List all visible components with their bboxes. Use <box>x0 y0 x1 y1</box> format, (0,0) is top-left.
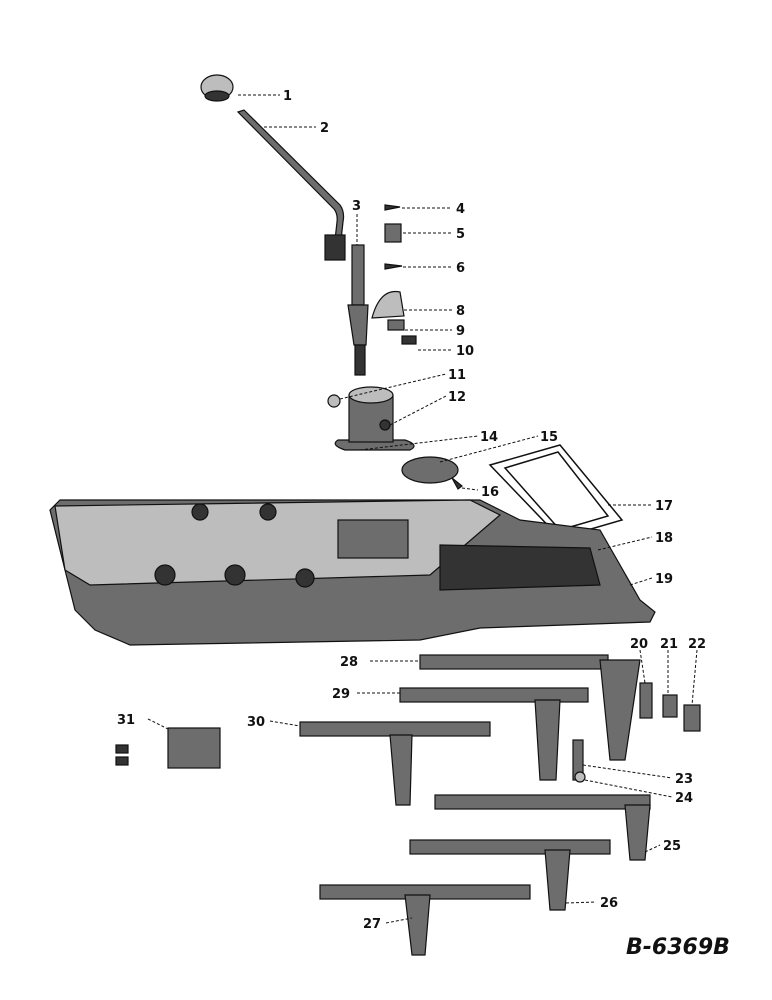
callout-30: 30 <box>247 715 265 730</box>
part-lever-shaft <box>347 244 369 376</box>
part-ball-24 <box>574 771 586 783</box>
part-transmission-cover <box>49 499 656 646</box>
part-pin-6 <box>384 263 403 270</box>
callout-20: 20 <box>630 637 648 652</box>
part-interlock-21 <box>662 694 678 718</box>
part-interlock-20 <box>639 682 653 719</box>
callout-11: 11 <box>448 368 466 383</box>
part-ball-11 <box>327 394 341 408</box>
leader-lines <box>147 94 698 924</box>
callout-18: 18 <box>655 531 673 546</box>
part-block-31 <box>115 727 221 769</box>
callout-12: 12 <box>448 390 466 405</box>
callout-22: 22 <box>688 637 706 652</box>
part-pin-4 <box>384 204 401 211</box>
part-shift-rail-28 <box>419 654 641 761</box>
part-interlock-22 <box>683 704 701 732</box>
callout-29: 29 <box>332 687 350 702</box>
part-shift-rail-26 <box>409 839 611 911</box>
callout-10: 10 <box>456 344 474 359</box>
part-gasket <box>488 444 624 539</box>
part-knob <box>200 74 234 102</box>
callout-4: 4 <box>456 202 465 217</box>
part-cover-plate <box>401 456 463 490</box>
part-shift-rail-30 <box>299 721 491 806</box>
callout-21: 21 <box>660 637 678 652</box>
part-pin-10 <box>401 335 417 345</box>
callout-31: 31 <box>117 713 135 728</box>
callout-24: 24 <box>675 791 693 806</box>
callout-28: 28 <box>340 655 358 670</box>
callout-25: 25 <box>663 839 681 854</box>
callout-26: 26 <box>600 896 618 911</box>
part-shift-rail-29 <box>399 687 589 781</box>
callout-17: 17 <box>655 499 673 514</box>
callout-19: 19 <box>655 572 673 587</box>
drawing-id: B-6369B <box>626 935 730 960</box>
callout-9: 9 <box>456 324 465 339</box>
callout-3: 3 <box>352 199 361 214</box>
part-tower-housing <box>334 386 415 451</box>
part-shift-lever <box>236 109 346 261</box>
callout-labels: 1 2 3 4 5 6 8 9 10 11 12 14 15 16 17 18 … <box>117 89 706 932</box>
callout-14: 14 <box>480 430 498 445</box>
callout-5: 5 <box>456 227 465 242</box>
callout-1: 1 <box>283 89 292 104</box>
callout-23: 23 <box>675 772 693 787</box>
part-shift-rail-27 <box>319 884 531 956</box>
callout-16: 16 <box>481 485 499 500</box>
callout-27: 27 <box>363 917 381 932</box>
part-shift-rail-25 <box>434 794 651 861</box>
callout-6: 6 <box>456 261 465 276</box>
part-cap-8 <box>371 290 405 319</box>
callout-8: 8 <box>456 304 465 319</box>
callout-15: 15 <box>540 430 558 445</box>
callout-2: 2 <box>320 121 329 136</box>
part-spring-5 <box>384 223 402 243</box>
part-retainer-9 <box>387 319 405 331</box>
